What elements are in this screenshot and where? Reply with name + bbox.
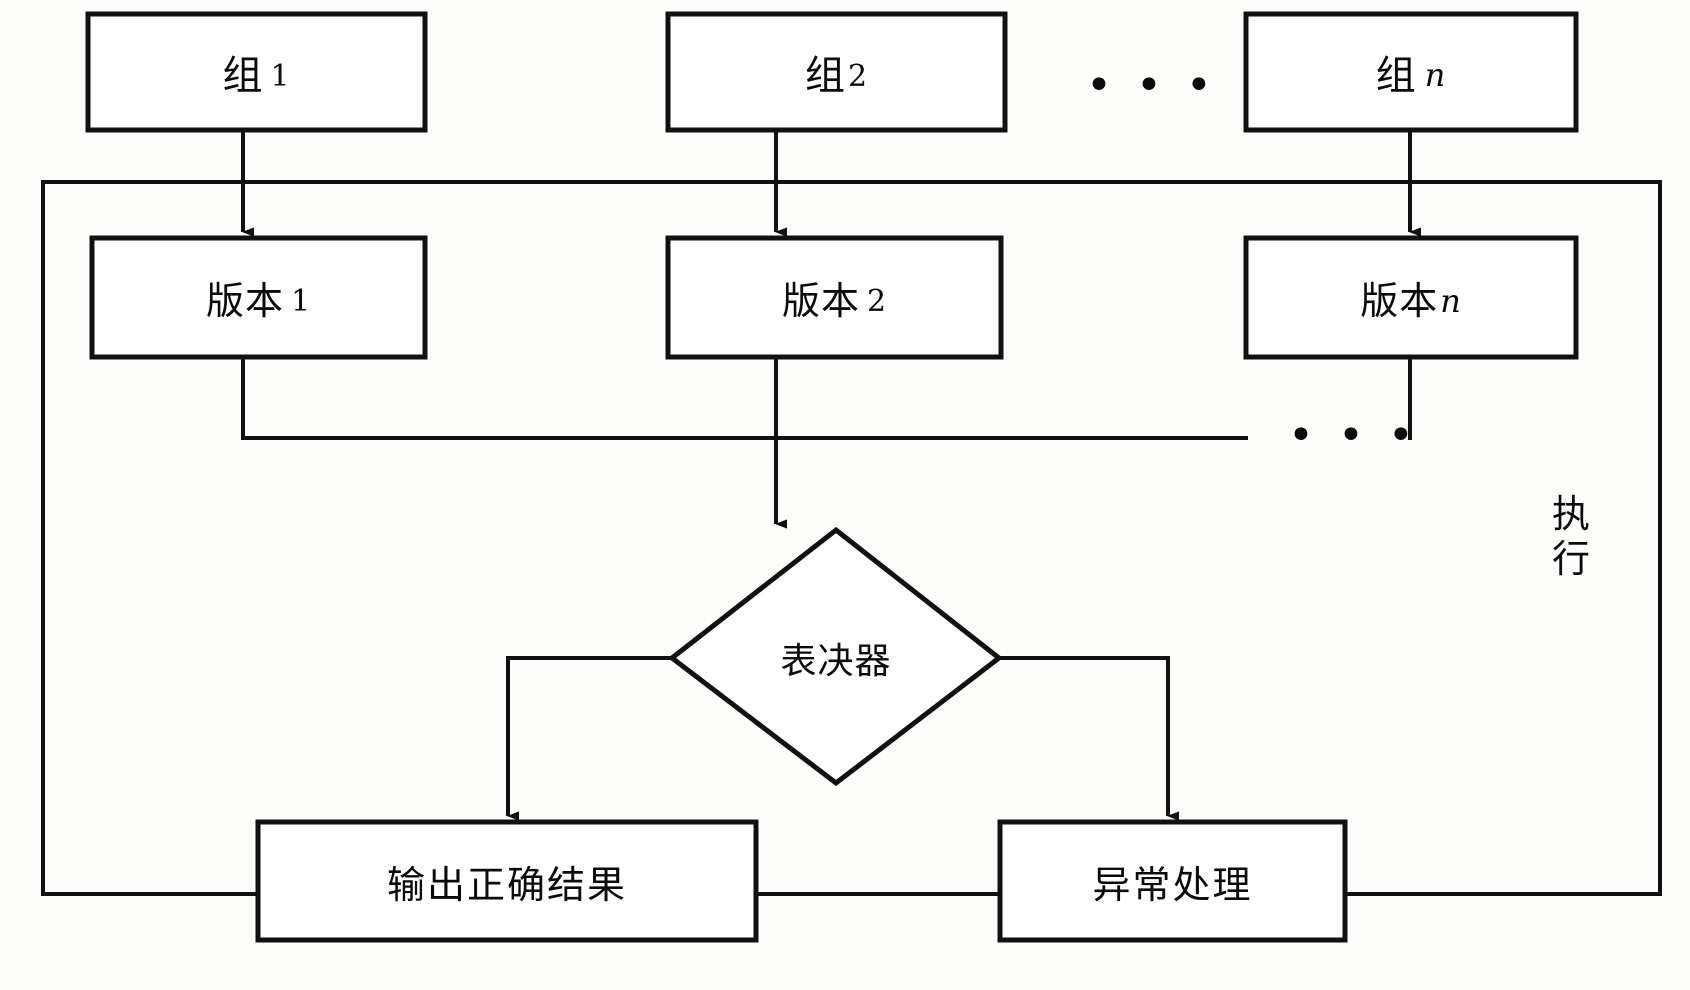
version-box-2 [665,235,1004,360]
execution-container-rect [41,180,1662,896]
version-box-n [1243,235,1579,360]
outcome-box-exception [997,819,1348,943]
bus-line-version1 [241,357,1248,440]
arrow-voter-to-exception [999,656,1179,821]
voter-diamond [667,526,1004,787]
outcome-box-correct-output [255,819,759,943]
version-box-1 [89,235,428,360]
group-box-1 [85,11,428,133]
group-box-n [1243,11,1579,133]
group-box-2 [665,11,1008,133]
arrow-voter-to-correct-output [506,656,672,821]
